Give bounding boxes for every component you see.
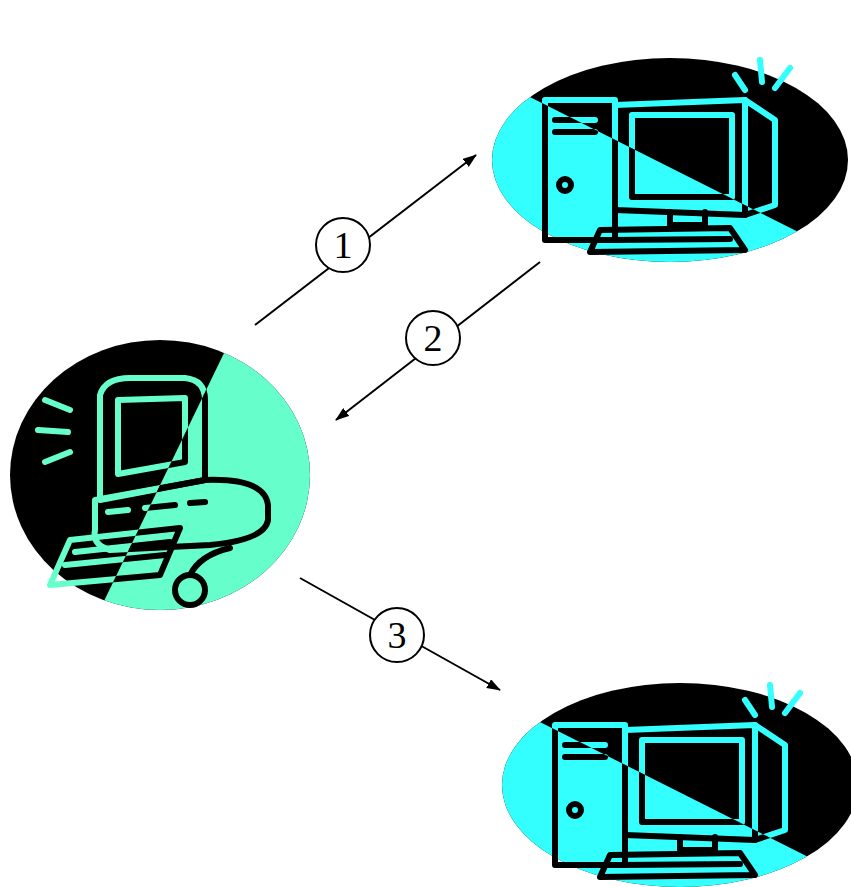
forward-arrow <box>300 578 500 690</box>
callout-number: 1 <box>315 217 371 273</box>
callout-number: 3 <box>369 607 425 663</box>
client-computer-icon <box>10 320 330 630</box>
callout-number: 2 <box>405 310 461 366</box>
server-computer-icon <box>480 683 851 887</box>
server-computer-icon <box>470 58 851 290</box>
request-arrow <box>255 155 476 325</box>
reply-arrow <box>336 262 540 420</box>
